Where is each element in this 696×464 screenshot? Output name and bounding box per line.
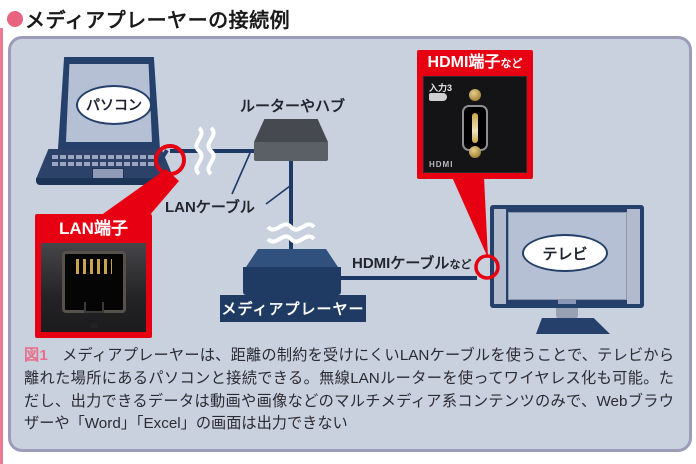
hdmi-port-callout: HDMI端子など 入力3 HDMI: [417, 50, 533, 179]
rj45-notch: [83, 302, 104, 313]
laptop-base: [36, 178, 174, 185]
tv-label-ellipse: テレビ: [522, 234, 608, 272]
hdmi-callout-title-text: HDMI端子: [427, 54, 501, 71]
figure-caption-text: メディアプレーヤーは、距離の制約を受けにくいLANケーブルを使うことで、テレビか…: [24, 347, 675, 433]
rj45-socket: [61, 251, 126, 313]
lan-port-photo: [41, 243, 146, 332]
router-device-front: [254, 142, 328, 161]
hdmi-callout-title-suffix: など: [500, 58, 523, 70]
rj45-pins: [75, 259, 112, 274]
media-player-top: [246, 249, 338, 267]
screw-icon: [469, 89, 481, 101]
media-player-front: [243, 267, 341, 295]
lan-callout-title: LAN端子: [59, 219, 128, 238]
hdmi-socket-contact: [472, 113, 478, 143]
page-title-text: メディアプレーヤーの接続例: [25, 10, 291, 32]
laptop-keys: [52, 152, 158, 166]
figure-number: 図1: [24, 347, 48, 364]
hdmi-cable-label: HDMIケーブルなど: [352, 252, 471, 273]
hdmi-port-photo: 入力3 HDMI: [423, 76, 527, 173]
plug-icon: [429, 93, 447, 101]
pc-label-ellipse: パソコン: [76, 85, 152, 125]
hdmi-cable-label-suffix: など: [449, 259, 472, 271]
tv-speaker-right: [627, 209, 640, 304]
tv-speaker-left: [494, 209, 506, 304]
router-device-top: [254, 119, 328, 142]
router-label: ルーターやハブ: [240, 98, 346, 115]
media-player-label: メディアプレーヤー: [220, 295, 366, 322]
page-title: メディアプレーヤーの接続例: [7, 4, 290, 33]
lan-cable-label: LANケーブル: [165, 199, 255, 216]
hdmi-port-label: HDMI: [429, 160, 454, 169]
hdmi-cable-label-text: HDMIケーブル: [352, 255, 450, 272]
hdmi-input-label: 入力3: [429, 83, 453, 93]
title-bullet-icon: [7, 10, 23, 27]
tv-stand-neck: [556, 308, 578, 319]
hdmi-socket: [462, 105, 488, 151]
hdmi-callout-title: HDMI端子など: [417, 50, 533, 76]
rj45-screw: [89, 323, 98, 328]
tv-logo: [558, 300, 576, 304]
screw-icon: [469, 146, 481, 158]
tv-label: テレビ: [542, 245, 588, 263]
page-edge-strip: [0, 28, 3, 464]
tv-stand-base: [536, 318, 610, 334]
lan-port-callout: LAN端子: [35, 214, 152, 338]
pc-label: パソコン: [86, 97, 142, 113]
